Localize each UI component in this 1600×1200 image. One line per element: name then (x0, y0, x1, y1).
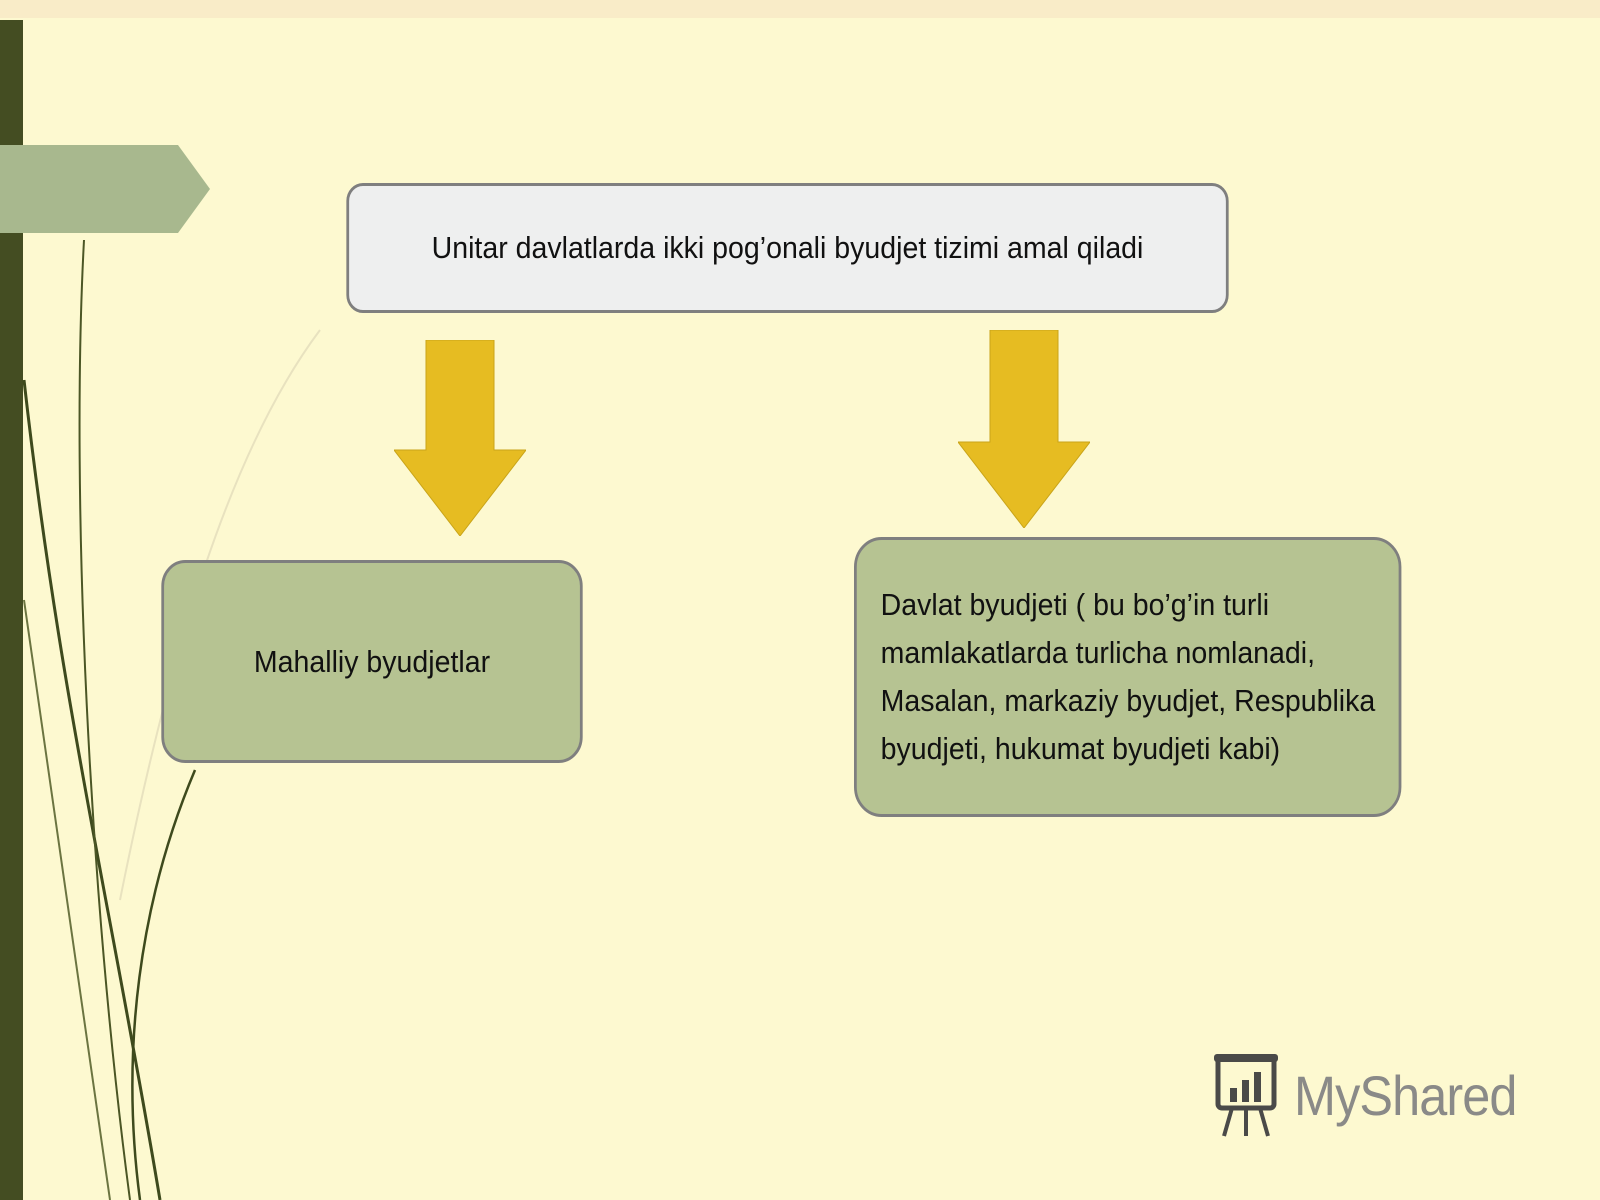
right-box-line: Davlat byudjeti ( bu bo’g’in turli (880, 587, 1270, 622)
left-box-text: Mahalliy byudjetlar (253, 643, 491, 679)
left-box: Mahalliy byudjetlar (161, 560, 583, 763)
watermark-text: MyShared (1294, 1063, 1517, 1127)
watermark: MyShared (1212, 1050, 1541, 1140)
right-box-line: byudjeti, hukumat byudjeti kabi) (880, 731, 1281, 766)
arrow-down-right-icon (958, 330, 1090, 528)
top-box-text: Unitar davlatlarda ikki pog’onali byudje… (431, 230, 1144, 265)
top-box: Unitar davlatlarda ikki pog’onali byudje… (346, 183, 1229, 313)
title-tab-shape (0, 145, 210, 233)
arrow-down-left-icon (394, 340, 526, 536)
right-box-line: mamlakatlarda turlicha nomlanadi, (880, 635, 1316, 670)
left-accent-bar (0, 20, 23, 1200)
presentation-board-icon (1214, 1054, 1278, 1137)
top-band (0, 0, 1600, 18)
right-box: Davlat byudjeti ( bu bo’g’in turli mamla… (854, 537, 1402, 817)
decorative-curves (22, 239, 321, 1200)
right-box-line: Masalan, markaziy byudjet, Respublika (880, 683, 1376, 718)
right-box-text: Davlat byudjeti ( bu bo’g’in turli mamla… (881, 581, 1376, 773)
